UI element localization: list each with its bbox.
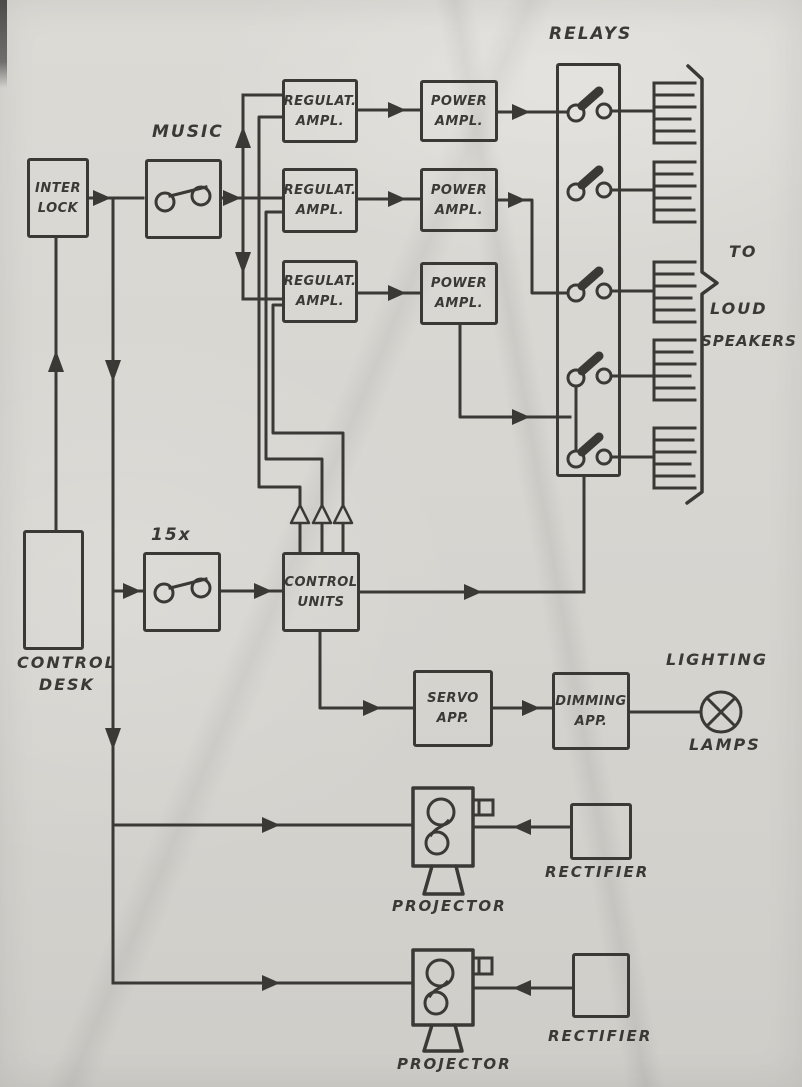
fifteen-x-label: 15x [151, 525, 192, 545]
music-switch-icon [154, 185, 212, 213]
wire-15x-to-control-units [218, 583, 284, 599]
power-2-text-line2: AMPL. [434, 202, 484, 218]
projector-1-label: PROJECTOR [392, 897, 507, 915]
speakers-bracket-icon [685, 64, 719, 505]
power-3-text-line2: AMPL. [434, 296, 484, 311]
control-desk-label: CONTROL DESK [17, 655, 117, 693]
power-ampl-box-2: POWER AMPL. [420, 168, 498, 232]
control-units-text-line2: UNITS [297, 594, 345, 610]
rectifier-box-1 [570, 803, 632, 860]
servo-text-line2: APP. [436, 711, 470, 726]
control-desk-text-line1: CONTROL [17, 653, 117, 672]
dimming-text-line1: DIMMING [555, 693, 627, 709]
regulat-3-text-line2: AMPL. [295, 294, 345, 309]
wire-desk-to-interlock [48, 236, 64, 532]
rectifier-box-2 [572, 953, 630, 1018]
control-desk-text-line2: DESK [38, 675, 95, 694]
regulat-ampl-box-2: REGULAT. AMPL. [282, 168, 358, 233]
fifteen-x-switch-box [143, 552, 221, 632]
dimming-app-box: DIMMING APP. [552, 672, 630, 750]
scan-edge-artifact [0, 0, 7, 88]
power-1-text-line2: AMPL. [434, 113, 484, 129]
loudspeaker-group-5-icon [652, 426, 697, 490]
regulat-1-text-line1: REGULAT. [283, 93, 357, 109]
loudspeaker-group-2-icon [652, 160, 697, 224]
lamp-icon [699, 690, 743, 734]
dimming-text-line2: APP. [574, 713, 608, 729]
speakers-label: SPEAKERS [701, 332, 797, 350]
interlock-box: INTER LOCK [27, 158, 89, 238]
wire-rectifier-1-to-projector-1 [471, 819, 572, 835]
servo-text-line1: SERVO [427, 691, 479, 706]
lamps-label: LAMPS [689, 735, 761, 754]
to-label: TO [729, 242, 758, 261]
power-1-text-line1: POWER [430, 93, 488, 109]
wire-interlock-to-music [87, 190, 145, 206]
rectifier-2-label: RECTIFIER [548, 1027, 653, 1045]
power-ampl-box-1: POWER AMPL. [420, 80, 498, 142]
regulat-2-text-line1: REGULAT. [283, 183, 357, 198]
interlock-text-line1: INTER [35, 180, 81, 196]
wire-servo-to-dimming [491, 700, 554, 716]
fifteen-x-switch-icon [153, 577, 212, 604]
wire-bus-to-15x [111, 583, 145, 599]
music-label: MUSIC [152, 122, 224, 142]
wire-bus-to-projector-1 [111, 817, 415, 833]
regulat-3-text-line1: REGULAT. [283, 274, 357, 289]
wire-control-units-to-servo [318, 630, 415, 716]
servo-app-box: SERVO APP. [413, 670, 493, 747]
loudspeaker-group-4-icon [652, 338, 697, 402]
loudspeaker-group-3-icon [652, 260, 697, 324]
projector-2-label: PROJECTOR [397, 1055, 512, 1073]
music-switch-box [145, 159, 222, 239]
loud-label: LOUD [710, 299, 768, 318]
control-desk-box [23, 530, 84, 650]
power-2-text-line1: POWER [430, 182, 488, 198]
wire-control-lines [257, 115, 354, 554]
projector-1-icon [411, 786, 495, 896]
regulat-1-text-line2: AMPL. [295, 113, 345, 129]
power-3-text-line1: POWER [430, 276, 488, 291]
loudspeaker-group-1-icon [652, 81, 697, 145]
power-ampl-box-3: POWER AMPL. [420, 262, 498, 325]
projector-2-icon [411, 948, 494, 1053]
wire-bus-to-projector-2 [111, 975, 415, 991]
rectifier-1-label: RECTIFIER [545, 863, 650, 881]
regulat-ampl-box-1: REGULAT. AMPL. [282, 79, 358, 143]
wire-music-split [220, 93, 284, 301]
lighting-label: LIGHTING [666, 650, 769, 669]
wire-regulat-to-power [356, 102, 422, 301]
regulat-2-text-line2: AMPL. [295, 203, 345, 218]
wire-control-units-to-relays [358, 475, 586, 600]
relays-label: RELAYS [549, 24, 633, 44]
control-units-text-line1: CONTROL [284, 574, 358, 590]
relays-box [556, 63, 621, 477]
interlock-text-line2: LOCK [37, 200, 79, 216]
wire-rectifier-2-to-projector-2 [471, 980, 574, 996]
regulat-ampl-box-3: REGULAT. AMPL. [282, 260, 358, 323]
control-units-box: CONTROL UNITS [282, 552, 360, 632]
